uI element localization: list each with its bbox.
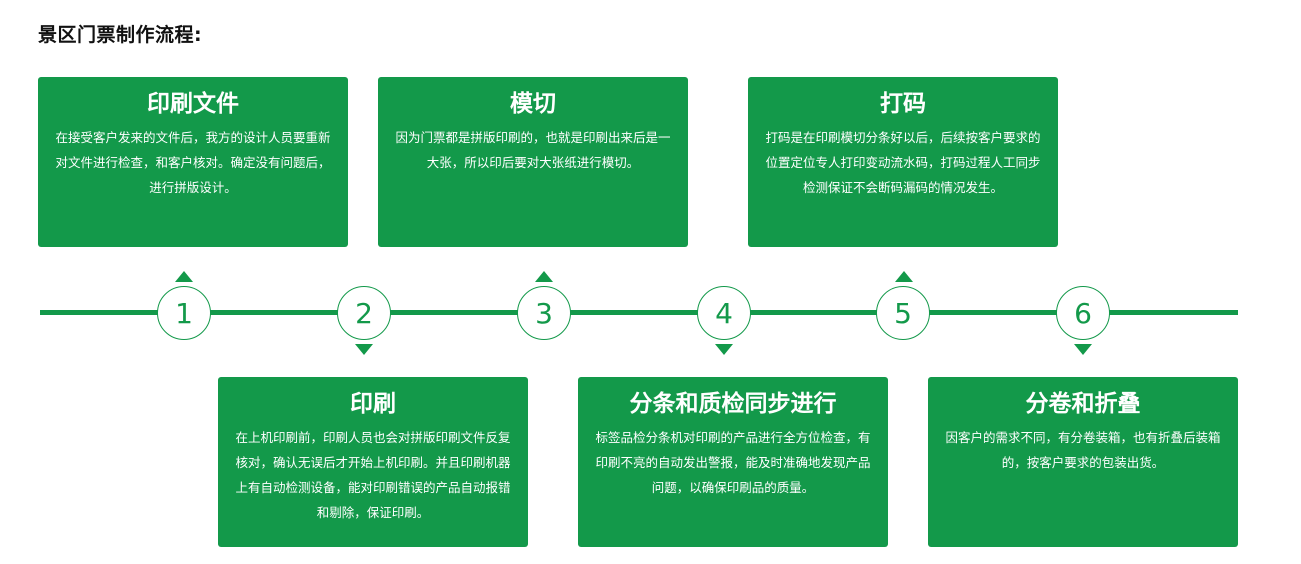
step-title: 打码	[880, 91, 926, 117]
step-description: 因为门票都是拼版印刷的，也就是印刷出来后是一大张，所以印后要对大张纸进行模切。	[395, 130, 671, 170]
step-card-4: 分条和质检同步进行 标签品检分条机对印刷的产品进行全方位检查，有印刷不亮的自动发…	[578, 377, 888, 547]
arrow-up-icon	[895, 271, 913, 282]
step-description: 因客户的需求不同，有分卷装箱，也有折叠后装箱的，按客户要求的包装出货。	[945, 430, 1221, 470]
step-title: 分条和质检同步进行	[629, 391, 837, 417]
arrow-up-icon	[175, 271, 193, 282]
step-node-5: 5	[876, 286, 930, 340]
step-title: 印刷文件	[147, 91, 239, 117]
step-title: 分卷和折叠	[1025, 391, 1141, 417]
step-node-3: 3	[517, 286, 571, 340]
step-card-5: 打码 打码是在印刷模切分条好以后，后续按客户要求的位置定位专人打印变动流水码，打…	[748, 77, 1058, 247]
timeline-line	[40, 310, 1238, 315]
page-title: 景区门票制作流程:	[38, 24, 203, 46]
step-node-1: 1	[157, 286, 211, 340]
step-node-4: 4	[697, 286, 751, 340]
step-node-2: 2	[337, 286, 391, 340]
step-card-2: 印刷 在上机印刷前，印刷人员也会对拼版印刷文件反复核对，确认无误后才开始上机印刷…	[218, 377, 528, 547]
step-card-3: 模切 因为门票都是拼版印刷的，也就是印刷出来后是一大张，所以印后要对大张纸进行模…	[378, 77, 688, 247]
step-description: 打码是在印刷模切分条好以后，后续按客户要求的位置定位专人打印变动流水码，打码过程…	[765, 130, 1041, 195]
step-description: 标签品检分条机对印刷的产品进行全方位检查，有印刷不亮的自动发出警报，能及时准确地…	[595, 430, 871, 495]
arrow-down-icon	[1074, 344, 1092, 355]
arrow-down-icon	[715, 344, 733, 355]
step-description: 在上机印刷前，印刷人员也会对拼版印刷文件反复核对，确认无误后才开始上机印刷。并且…	[235, 430, 511, 520]
step-node-6: 6	[1056, 286, 1110, 340]
arrow-down-icon	[355, 344, 373, 355]
step-title: 印刷	[350, 391, 396, 417]
step-title: 模切	[510, 91, 556, 117]
step-card-1: 印刷文件 在接受客户发来的文件后，我方的设计人员要重新对文件进行检查，和客户核对…	[38, 77, 348, 247]
arrow-up-icon	[535, 271, 553, 282]
step-card-6: 分卷和折叠 因客户的需求不同，有分卷装箱，也有折叠后装箱的，按客户要求的包装出货…	[928, 377, 1238, 547]
step-description: 在接受客户发来的文件后，我方的设计人员要重新对文件进行检查，和客户核对。确定没有…	[55, 130, 331, 195]
